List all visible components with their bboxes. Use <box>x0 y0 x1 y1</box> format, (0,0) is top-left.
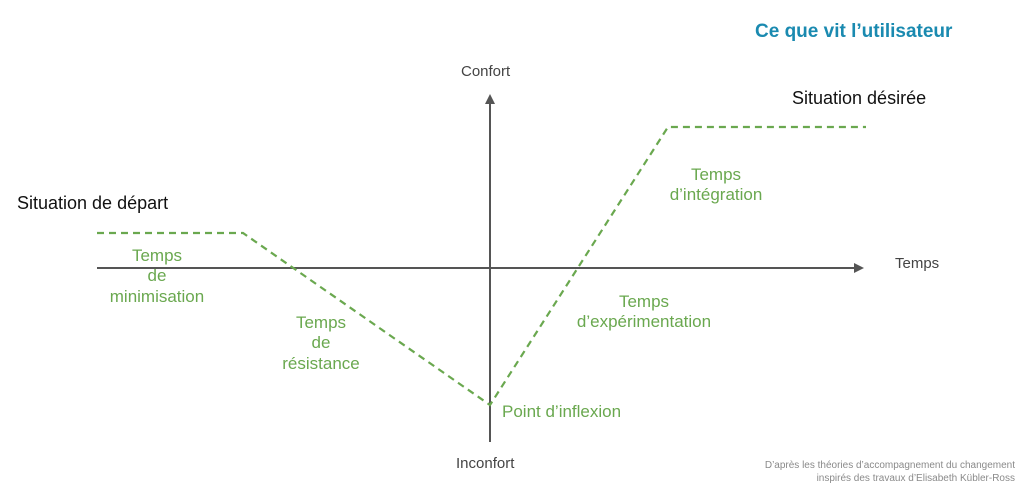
phase-integration-label: Temps d’intégration <box>655 165 777 206</box>
source-credit-line-1: D’après les théories d’accompagnement du… <box>764 460 1015 471</box>
phase-minimisation-line-2: de <box>147 266 167 286</box>
desired-situation-label: Situation désirée <box>792 88 927 108</box>
y-axis-top-label: Confort <box>461 63 511 80</box>
phase-minimisation-line-1: Temps <box>131 246 183 265</box>
inflection-point-label: Point d’inflexion <box>502 402 622 421</box>
phase-resistance-line-1: Temps <box>295 313 347 332</box>
source-credit: D’après les théories d’accompagnement du… <box>765 460 1015 485</box>
phase-experimentation-line-2: d’expérimentation <box>576 312 712 332</box>
phase-resistance-line-3: résistance <box>282 353 360 373</box>
change-curve <box>97 125 866 407</box>
phase-minimisation-line-3: minimisation <box>109 286 205 306</box>
start-situation-label: Situation de départ <box>17 193 169 213</box>
phase-integration-line-1: Temps <box>690 165 742 184</box>
phase-resistance-line-2: de <box>311 333 331 353</box>
phase-integration-line-2: d’intégration <box>669 185 763 205</box>
source-credit-line-2: inspirés des travaux d’Elisabeth Kübler-… <box>816 472 1015 484</box>
diagram-title: Ce que vit l’utilisateur <box>755 21 953 42</box>
phase-minimisation-label: Temps de minimisation <box>97 246 217 307</box>
phase-experimentation-label: Temps d’expérimentation <box>556 292 732 333</box>
phase-experimentation-line-1: Temps <box>618 292 670 311</box>
phase-resistance-label: Temps de résistance <box>265 313 377 374</box>
x-axis-label: Temps <box>895 255 940 272</box>
y-axis-bottom-label: Inconfort <box>456 455 515 472</box>
